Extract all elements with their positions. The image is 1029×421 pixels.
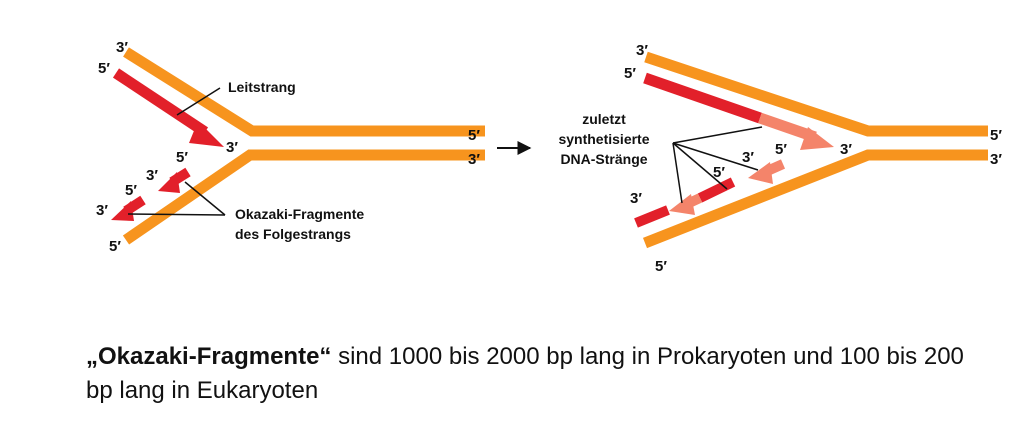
right-leading-strand-old [643, 72, 762, 124]
frag2-3-label: 3′ [96, 202, 108, 219]
right-right-5-label: 5′ [990, 127, 1002, 144]
left-bottom-5-label: 5′ [109, 238, 121, 255]
left-top-3-label: 3′ [116, 39, 128, 56]
right-lagging-fragment-new-arrowhead [748, 162, 773, 184]
right-parent-top-strand [644, 51, 988, 137]
zuletzt-pointer-1 [672, 126, 763, 144]
zuletzt-pointer-3 [672, 142, 728, 190]
caption-bold: „Okazaki-Fragmente“ [86, 343, 332, 370]
okazaki-label-line2: des Folgestrangs [235, 226, 351, 242]
right-lagging-fragment-red [697, 177, 736, 203]
frag1-3-label: 3′ [146, 167, 158, 184]
zuletzt-pointer-4 [672, 142, 683, 204]
left-leading-strand [112, 68, 209, 137]
right-lag-3-label: 3′ [630, 190, 642, 207]
right-top-3-label: 3′ [636, 42, 648, 59]
frag1-5-label: 5′ [176, 149, 188, 166]
zuletzt-pointer-2 [672, 142, 759, 171]
right-frag-5a-label: 5′ [775, 141, 787, 158]
zuletzt-label-line1: zuletzt [582, 111, 626, 127]
leitstrang-pointer [176, 87, 221, 116]
right-fork: 3′ 5′ zuletzt synthetisierte DNA-Stränge… [558, 42, 1002, 275]
okazaki-fragment-1-arrowhead [158, 172, 180, 193]
right-bottom-5-label: 5′ [655, 258, 667, 275]
leitstrang-label: Leitstrang [228, 79, 296, 95]
right-parent-bottom-strand [642, 149, 988, 249]
right-top-5-label: 5′ [624, 65, 636, 82]
left-right-3-label: 3′ [468, 151, 480, 168]
okazaki-pointer-2 [127, 213, 226, 216]
left-parent-top-strand [123, 47, 485, 137]
left-fork: 3′ 5′ Leitstrang 3′ 5′ 3′ 5′ 3′ 5′ 3′ 5′… [96, 39, 485, 255]
caption-rest: sind 1000 bis 2000 bp lang in Prokaryote… [86, 343, 964, 404]
okazaki-pointer-1 [184, 181, 226, 216]
okazaki-label-line1: Okazaki-Fragmente [235, 206, 364, 222]
left-fork-3-label: 3′ [226, 139, 238, 156]
right-lagging-fragment-arrowhead [669, 194, 695, 215]
okazaki-fragment-2-arrowhead [111, 201, 134, 221]
frag2-5-label: 5′ [125, 182, 137, 199]
left-parent-bottom-strand [122, 149, 485, 245]
left-right-5-label: 5′ [468, 127, 480, 144]
right-frag-3-label: 3′ [742, 149, 754, 166]
zuletzt-label-line2: synthetisierte [558, 131, 649, 147]
caption: „Okazaki-Fragmente“ sind 1000 bis 2000 b… [86, 340, 986, 408]
right-right-3-label: 3′ [990, 151, 1002, 168]
right-lagging-old-strand [634, 205, 670, 228]
right-fork-3-label: 3′ [840, 141, 852, 158]
zuletzt-label-line3: DNA-Stränge [560, 151, 647, 167]
left-top-5-label: 5′ [98, 60, 110, 77]
right-leading-strand-arrowhead [800, 127, 834, 150]
left-leading-strand-arrowhead [189, 121, 224, 147]
right-frag-5b-label: 5′ [713, 164, 725, 181]
